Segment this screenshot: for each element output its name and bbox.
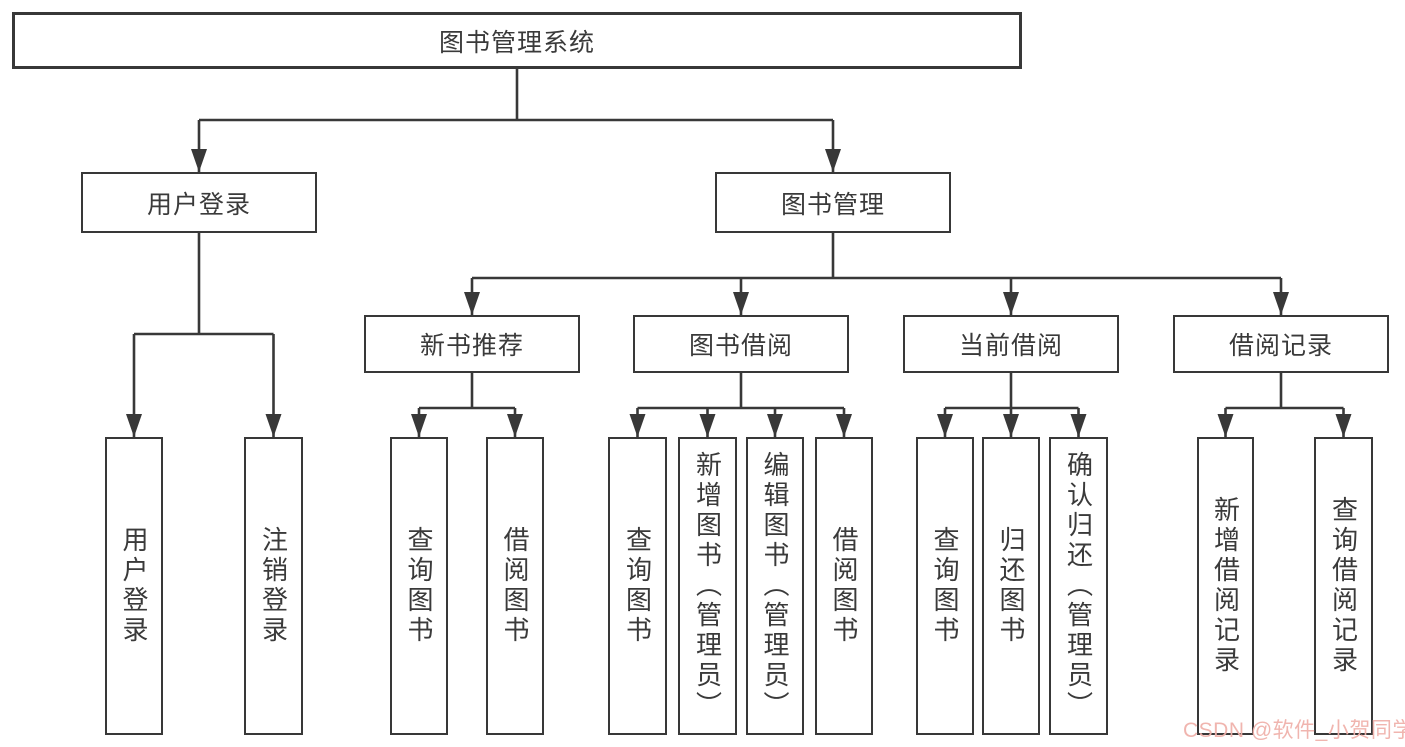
watermark: CSDN @软件_小贺同学 — [1183, 719, 1405, 742]
node-book-management: 图书管理 — [715, 172, 951, 233]
node-library-system: 图书管理系统 — [12, 12, 1022, 69]
node-label: 新书推荐 — [419, 332, 524, 360]
node-label: 借阅记录 — [1228, 332, 1333, 360]
leaf-edit-book-admin: 编辑图书（管理员） — [746, 437, 804, 735]
node-label: 用户登录 — [119, 526, 149, 646]
node-label: 用户登录 — [146, 190, 251, 219]
node-label: 查询借阅记录 — [1328, 496, 1359, 676]
leaf-add-book-admin: 新增图书（管理员） — [678, 437, 737, 735]
node-current-borrow: 当前借阅 — [903, 315, 1119, 373]
node-label: 图书管理系统 — [438, 28, 595, 57]
node-label: 图书借阅 — [688, 332, 793, 360]
node-user-login: 用户登录 — [81, 172, 317, 233]
node-label: 当前借阅 — [958, 332, 1063, 360]
node-label: 借阅图书 — [500, 526, 530, 646]
leaf-query-books: 查询图书 — [608, 437, 667, 735]
leaf-borrow-books: 借阅图书 — [486, 437, 544, 735]
node-new-book-recommend: 新书推荐 — [364, 315, 580, 373]
node-label: 查询图书 — [622, 526, 653, 646]
node-label: 借阅图书 — [829, 526, 859, 646]
node-label: 注销登录 — [258, 526, 289, 646]
node-label: 归还图书 — [996, 526, 1026, 646]
leaf-borrow-books: 借阅图书 — [815, 437, 873, 735]
node-label: 查询图书 — [404, 526, 434, 646]
leaf-user-login: 用户登录 — [105, 437, 163, 735]
node-label: 新增借阅记录 — [1210, 496, 1241, 676]
arrowheads — [126, 149, 1352, 437]
leaf-query-books: 查询图书 — [390, 437, 448, 735]
leaf-confirm-return-admin: 确认归还（管理员） — [1049, 437, 1108, 735]
node-label: 新增图书（管理员） — [692, 451, 723, 721]
leaf-add-borrow-record: 新增借阅记录 — [1197, 437, 1254, 735]
node-label: 图书管理 — [780, 190, 885, 219]
leaf-query-borrow-record: 查询借阅记录 — [1314, 437, 1373, 735]
node-borrow-records: 借阅记录 — [1173, 315, 1389, 373]
node-label: 编辑图书（管理员） — [760, 451, 790, 721]
leaf-logout: 注销登录 — [244, 437, 303, 735]
node-label: 查询图书 — [930, 526, 960, 646]
leaf-return-books: 归还图书 — [982, 437, 1040, 735]
leaf-query-books: 查询图书 — [916, 437, 974, 735]
node-book-borrow: 图书借阅 — [633, 315, 849, 373]
node-label: 确认归还（管理员） — [1063, 451, 1094, 721]
